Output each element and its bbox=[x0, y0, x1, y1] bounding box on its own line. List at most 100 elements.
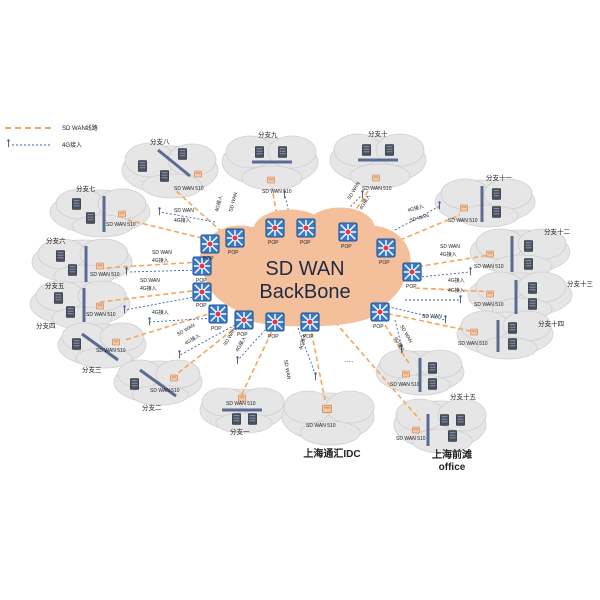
device-label: SD WAN 510 bbox=[90, 272, 120, 278]
link-label-4g: 4G接入 bbox=[152, 309, 169, 316]
branch-14-equipment bbox=[470, 320, 517, 352]
branch-name: 分支二 bbox=[142, 403, 162, 412]
pop-label: POP bbox=[341, 244, 352, 250]
device-label: SD WAN 510 bbox=[362, 186, 392, 192]
server-icon bbox=[428, 378, 437, 390]
link-label-4g: 4G接入 bbox=[448, 287, 465, 294]
server-icon bbox=[385, 144, 394, 156]
server-icon bbox=[456, 414, 465, 426]
pop-label: POP bbox=[237, 332, 248, 338]
pop-router-icon bbox=[296, 218, 316, 238]
branch-name: 分支六 bbox=[46, 236, 66, 245]
device-label: SD WAN 510 bbox=[150, 388, 180, 394]
cloud-branch-11 bbox=[434, 178, 536, 228]
sdwan-edge-icon bbox=[96, 262, 104, 270]
branch-equipment bbox=[54, 144, 537, 446]
branch-name: 分支一 bbox=[230, 427, 250, 436]
pop-label: POP bbox=[268, 334, 279, 340]
sdwan-edge-icon bbox=[112, 338, 120, 346]
link-label-4g: 4G接入 bbox=[140, 285, 157, 292]
pop-label: POP bbox=[196, 303, 207, 309]
link-label-sdwan: SD WAN bbox=[409, 213, 430, 224]
server-icon bbox=[508, 338, 517, 350]
link-label-sdwan: SD WAN bbox=[152, 250, 172, 256]
device-label: SD WAN 510 bbox=[226, 401, 256, 407]
antenna-icon bbox=[177, 350, 182, 359]
server-icon bbox=[248, 413, 257, 425]
pop-router-icon bbox=[402, 262, 422, 282]
server-icon bbox=[54, 292, 63, 304]
branch-name: 分支十二 bbox=[544, 227, 571, 236]
server-icon bbox=[68, 264, 77, 276]
server-icon bbox=[440, 414, 449, 426]
branch-name: 分支十四 bbox=[538, 319, 564, 328]
pop-router-icon bbox=[338, 222, 358, 242]
server-icon bbox=[508, 322, 517, 334]
device-label: SD WAN 510 bbox=[174, 186, 204, 192]
branch-11-equipment bbox=[460, 186, 501, 222]
pop-router-icon bbox=[300, 312, 320, 332]
link-label-4g: 4G接入 bbox=[358, 193, 372, 211]
device-label: SD WAN 510 bbox=[396, 436, 426, 442]
pop-router-icon bbox=[208, 304, 228, 324]
ellipsis: ..... bbox=[345, 358, 354, 364]
pop-label: POP bbox=[406, 284, 417, 290]
device-label: SD WAN 510 bbox=[106, 222, 136, 228]
sdwan-edge-icon bbox=[460, 204, 468, 212]
branch-name: 分支九 bbox=[258, 130, 278, 139]
branch-name: 分支四 bbox=[36, 321, 56, 330]
pop-router-icon bbox=[192, 282, 212, 302]
link-label-sdwan: SD WAN bbox=[228, 191, 239, 212]
pop-router-icon bbox=[370, 302, 390, 322]
branch-3-equipment bbox=[72, 332, 120, 362]
server-icon bbox=[278, 146, 287, 158]
device-label: SD WAN 510 bbox=[390, 382, 420, 388]
backbone-title-line1: SD WAN bbox=[265, 258, 344, 280]
antenna-icon bbox=[6, 139, 11, 148]
pop-router-icon bbox=[376, 238, 396, 258]
server-icon bbox=[56, 250, 65, 262]
pop-label: POP bbox=[203, 256, 214, 262]
server-icon bbox=[130, 378, 139, 390]
link-label-4g: 4G接入 bbox=[174, 217, 191, 224]
sdwan-edge-icon bbox=[322, 404, 332, 414]
link-label-4g: 4G接入 bbox=[213, 195, 224, 213]
pop-label: POP bbox=[379, 260, 390, 266]
pop-label: POP bbox=[303, 334, 314, 340]
antenna-icon bbox=[147, 317, 152, 326]
pop-labels: POP POP POP POP POP POP POP POP POP POP … bbox=[196, 240, 417, 340]
cloud-branch-8 bbox=[121, 142, 219, 199]
branch-name: 分支十一 bbox=[486, 173, 513, 182]
sdwan-edge-icon bbox=[486, 250, 494, 258]
branch-name: 分支三 bbox=[82, 365, 102, 374]
server-icon bbox=[255, 146, 264, 158]
pop-label: POP bbox=[211, 326, 222, 332]
sdwan-edge-icon bbox=[170, 374, 178, 382]
site-title-office-en: office bbox=[439, 462, 466, 473]
link-label-sdwan: SD WAN bbox=[140, 278, 160, 284]
link-label-4g: 4G接入 bbox=[440, 251, 457, 258]
branch-1-equipment bbox=[222, 394, 262, 425]
office-equipment bbox=[412, 414, 465, 446]
branch-clouds bbox=[29, 133, 573, 454]
pop-label: POP bbox=[268, 240, 279, 246]
branch-name: 分支十三 bbox=[567, 279, 594, 288]
pop-label: POP bbox=[228, 250, 239, 256]
server-icon bbox=[448, 430, 457, 442]
antenna-icon bbox=[313, 372, 318, 381]
pop-router-icon bbox=[200, 234, 220, 254]
cloud-branch-3 bbox=[57, 322, 147, 369]
sdwan-edge-icon bbox=[470, 328, 478, 336]
server-icon bbox=[138, 160, 147, 172]
server-icon bbox=[178, 148, 187, 160]
device-label: SD WAN 510 bbox=[474, 264, 504, 270]
branch-12-equipment bbox=[486, 236, 533, 272]
sdwan-edge-icon bbox=[412, 426, 420, 434]
server-icon bbox=[492, 206, 501, 218]
legend-sdwan-line-label: SD WAN线路 bbox=[62, 124, 98, 132]
site-title-idc: 上海通汇IDC bbox=[303, 447, 360, 460]
sdwan-edge-icon bbox=[267, 176, 275, 184]
server-icon bbox=[72, 198, 81, 210]
cloud-office bbox=[393, 398, 487, 454]
branch-name: 分支八 bbox=[150, 137, 170, 146]
